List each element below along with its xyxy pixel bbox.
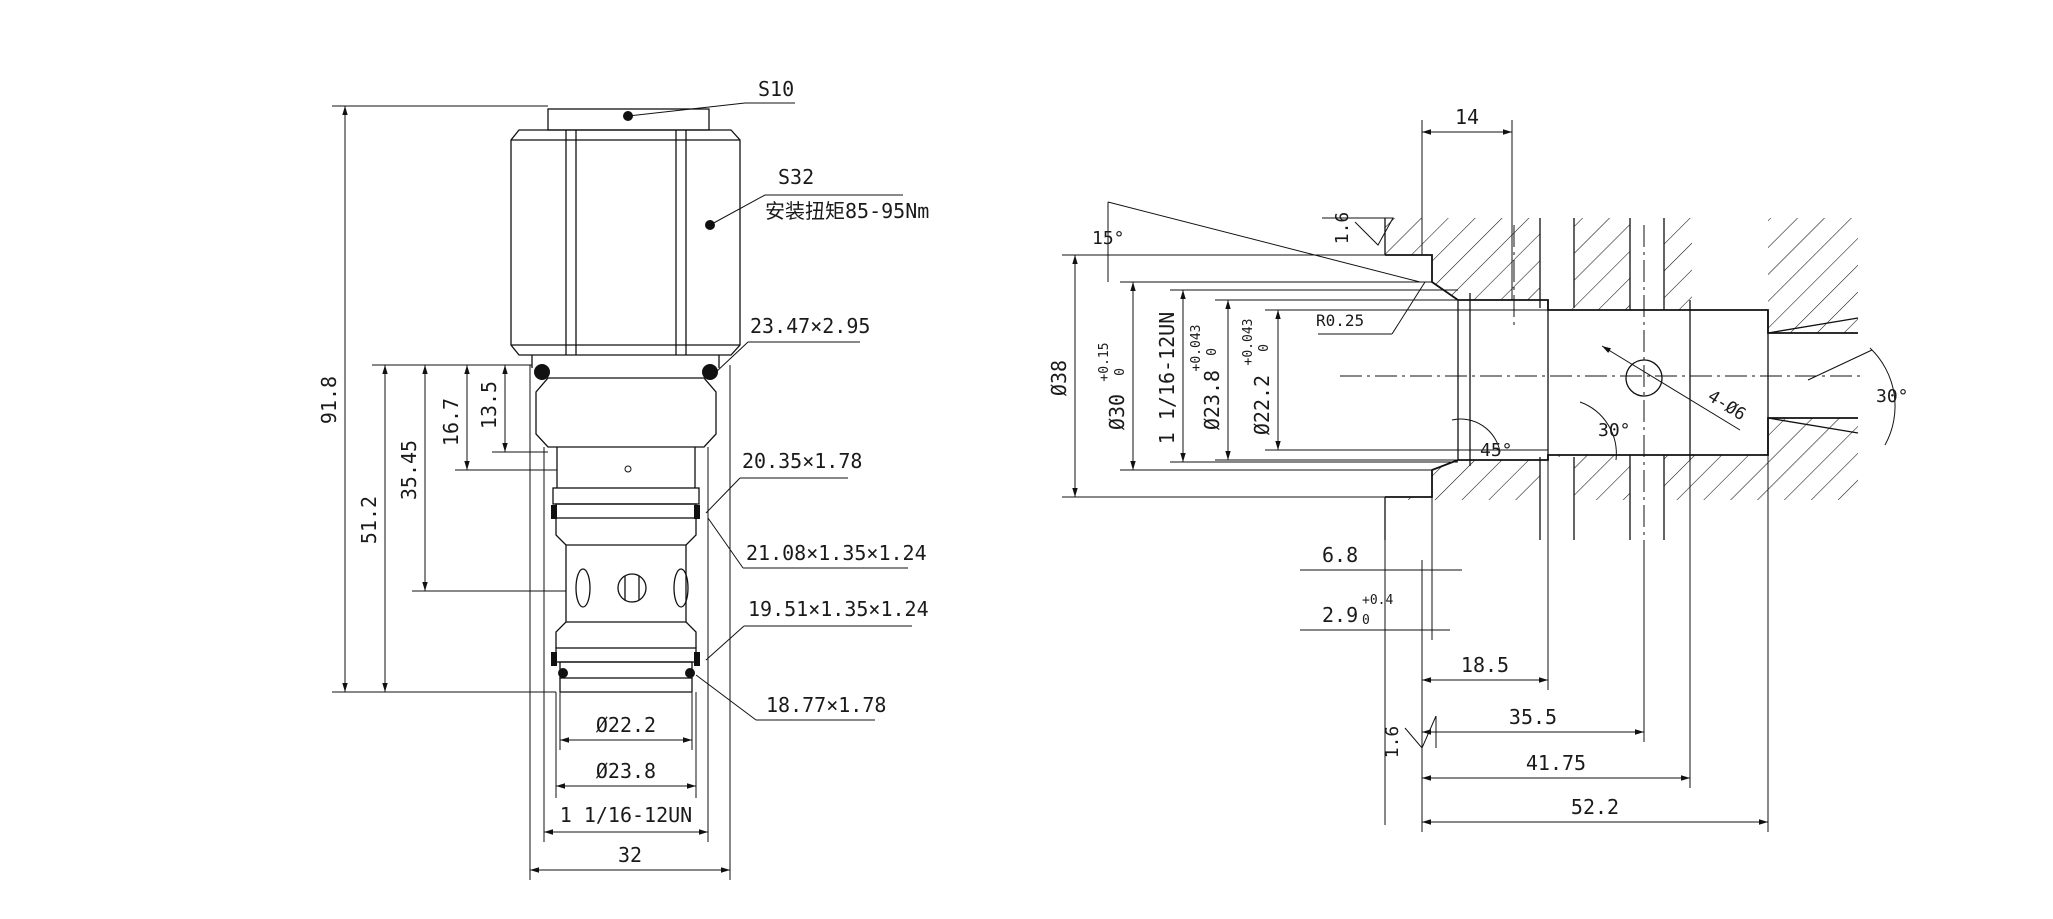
dim-14: 14 [1455, 105, 1479, 129]
port-left [575, 568, 591, 608]
dim-52-2: 52.2 [1571, 795, 1619, 819]
tol-23-8-lower: 0 [1205, 348, 1220, 356]
dim-dia-38: Ø38 [1047, 360, 1071, 396]
hatch-upper [1385, 218, 1858, 333]
dim-35-5: 35.5 [1509, 705, 1557, 729]
dim-dia-30: Ø30 [1105, 394, 1129, 430]
tol-30-lower: 0 [1113, 368, 1128, 376]
dim-35-45: 35.45 [397, 440, 421, 500]
tol-2-9-upper: +0.4 [1362, 593, 1393, 608]
roughness-top: 1.6 [1332, 212, 1353, 245]
dim-41-75: 41.75 [1526, 751, 1586, 775]
dim-13-5: 13.5 [477, 381, 501, 429]
tol-30-upper: +0.15 [1097, 342, 1112, 381]
tol-22-2-lower: 0 [1257, 344, 1272, 352]
dim-thread-right: 1 1/16-12UN [1155, 312, 1179, 444]
oring-top-right [702, 364, 718, 380]
oring-bottom-left [558, 668, 568, 678]
oring-bottom-right [685, 668, 695, 678]
dim-32: 32 [618, 843, 642, 867]
cartridge-valve-view: S10 S32 安装扭矩85-95Nm 23.47×2.95 20.35×1.7… [317, 77, 929, 880]
radius-r025: R0.25 [1316, 311, 1364, 330]
port-center [617, 573, 647, 603]
dim-16-7: 16.7 [439, 398, 463, 446]
callout-s10: S10 [758, 77, 794, 101]
angle-30-outer: 30° [1876, 386, 1909, 407]
callout-backup-lower: 19.51×1.35×1.24 [748, 597, 929, 621]
dim-91-8: 91.8 [317, 376, 341, 424]
callout-oring-mid: 20.35×1.78 [742, 449, 862, 473]
callout-s32: S32 [778, 165, 814, 189]
dim-51-2: 51.2 [357, 496, 381, 544]
tol-22-2-upper: +0.043 [1241, 319, 1256, 366]
roughness-bottom: 1.6 [1382, 726, 1403, 759]
callout-oring-bottom: 18.77×1.78 [766, 693, 886, 717]
large-hex-body [510, 129, 741, 356]
dim-thread-left: 1 1/16-12UN [560, 803, 692, 827]
angle-45: 45° [1480, 440, 1513, 461]
callout-oring-top: 23.47×2.95 [750, 314, 870, 338]
holes-4-6: 4-Ø6 [1704, 386, 1749, 425]
dim-18-5: 18.5 [1461, 653, 1509, 677]
dim-dia-22-2-right: Ø22.2 [1250, 375, 1274, 435]
callout-backup-upper: 21.08×1.35×1.24 [746, 541, 927, 565]
angle-15: 15° [1092, 228, 1125, 249]
tol-2-9-lower: 0 [1362, 613, 1370, 628]
dim-6-8: 6.8 [1322, 543, 1358, 567]
angle-30-inner: 30° [1598, 420, 1631, 441]
callout-torque: 安装扭矩85-95Nm [765, 199, 929, 223]
port-right [673, 568, 689, 608]
hatch-lower [1385, 418, 1858, 500]
dim-dia-22-2: Ø22.2 [596, 713, 656, 737]
thread-section [535, 377, 717, 448]
dim-dia-23-8-right: Ø23.8 [1200, 370, 1224, 430]
dim-2-9: 2.9 [1322, 603, 1358, 627]
cavity-section-view: 14 1.6 15° R0.25 Ø38 Ø30 +0.15 0 1 1/16-… [1047, 105, 1909, 832]
tol-23-8-upper: +0.043 [1189, 325, 1204, 372]
oring-top-left [534, 364, 550, 380]
dim-dia-23-8: Ø23.8 [596, 759, 656, 783]
